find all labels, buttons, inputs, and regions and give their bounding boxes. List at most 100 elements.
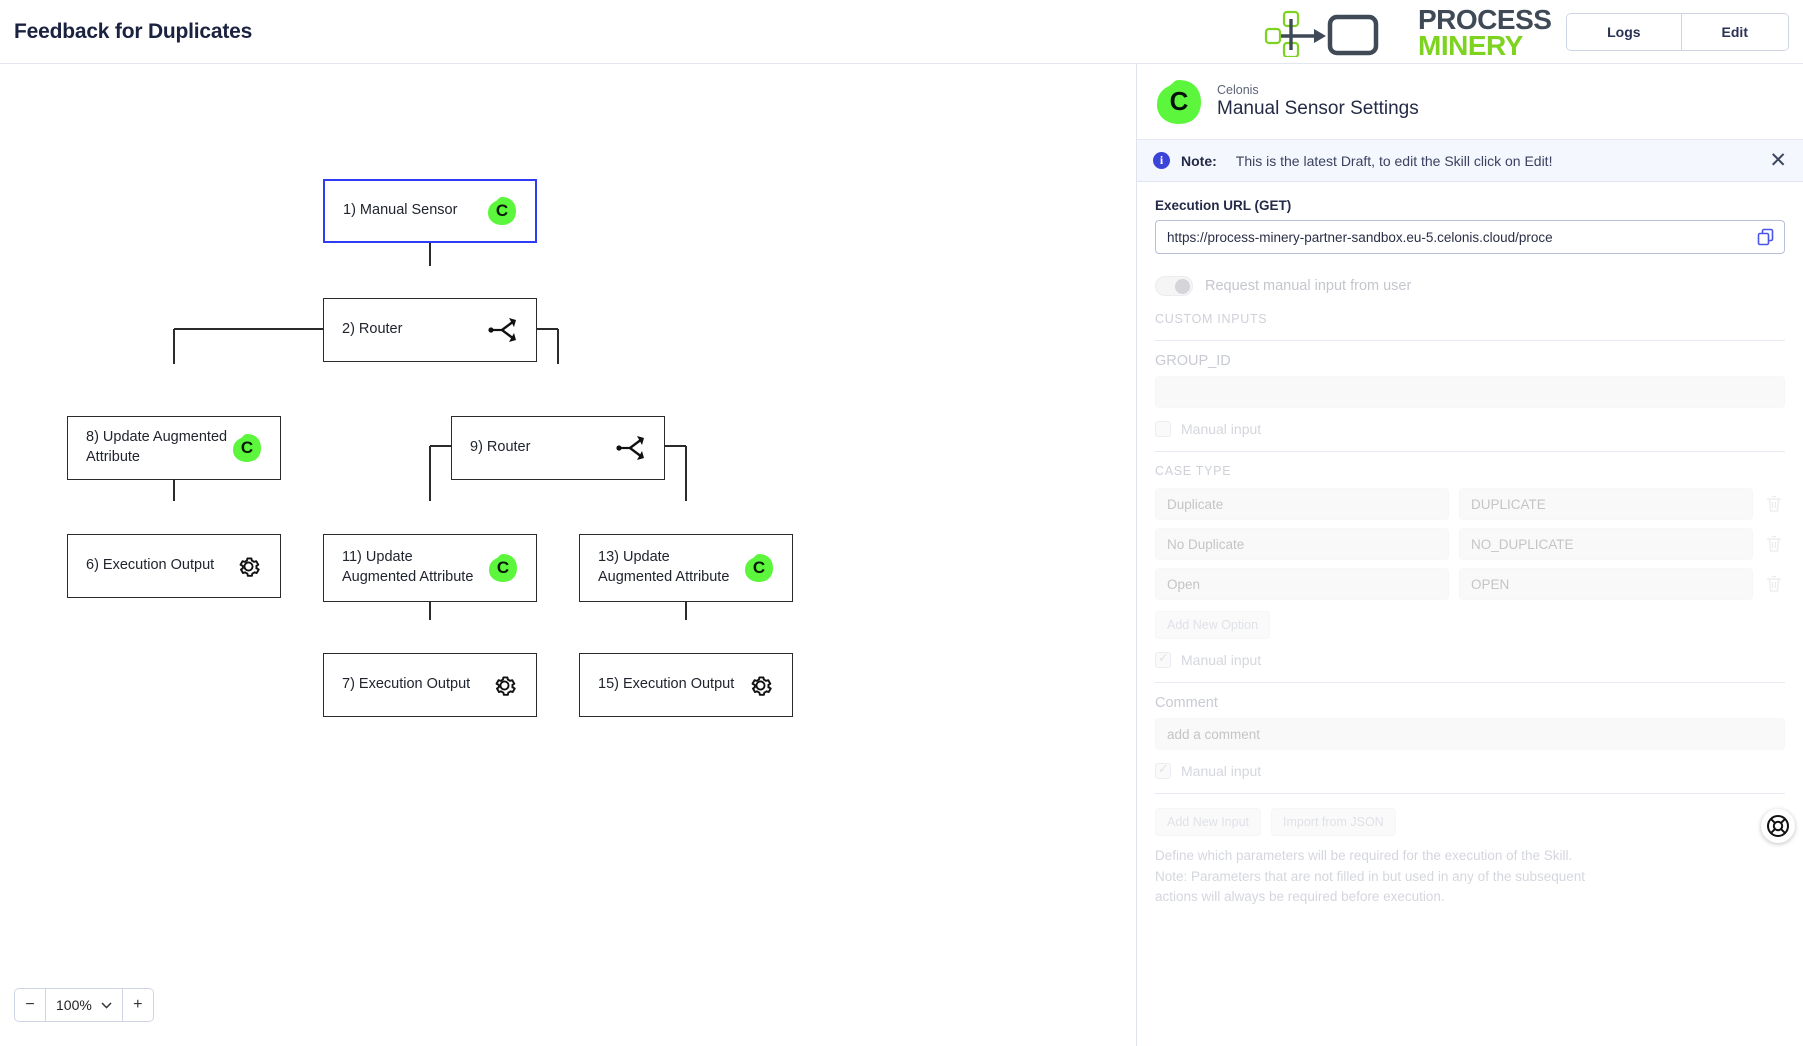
celonis-avatar: C: [1155, 78, 1203, 126]
app-header: Feedback for Duplicates PROCESS MINERY L…: [0, 0, 1803, 64]
trash-icon[interactable]: [1763, 533, 1785, 555]
info-icon: i: [1153, 152, 1170, 169]
execution-url-row: [1155, 220, 1785, 254]
panel-subtitle: Celonis: [1217, 83, 1259, 97]
gear-icon: [751, 675, 772, 696]
header-button-group: Logs Edit: [1566, 13, 1789, 51]
case-type-display-input[interactable]: [1155, 568, 1449, 600]
request-manual-input-toggle-row[interactable]: Request manual input from user: [1155, 276, 1785, 296]
group-id-label: GROUP_ID: [1155, 353, 1231, 369]
flow-node-update-augmented-attribute-8[interactable]: 8) Update Augmented Attribute C: [67, 416, 281, 480]
flow-node-label: 7) Execution Output: [342, 676, 471, 693]
panel-body: Execution URL (GET) Request manual input…: [1137, 198, 1803, 908]
settings-panel: C Celonis Manual Sensor Settings i Note:…: [1136, 64, 1803, 1046]
case-type-value-input[interactable]: [1459, 488, 1753, 520]
flow-node-router-9[interactable]: 9) Router: [451, 416, 665, 480]
close-icon[interactable]: ✕: [1769, 149, 1787, 172]
panel-header: C Celonis Manual Sensor Settings: [1137, 64, 1803, 140]
chevron-down-icon: [101, 1001, 112, 1009]
input-group-comment: Comment Manual input: [1155, 683, 1785, 779]
input-group-case-type: CASE TYPE: [1155, 452, 1785, 668]
add-new-option-button[interactable]: Add New Option: [1155, 611, 1271, 639]
edit-button[interactable]: Edit: [1680, 14, 1788, 50]
flow-node-label: 11) Update Augmented Attribute: [342, 549, 474, 585]
case-type-manual-input-checkbox[interactable]: [1155, 650, 1171, 668]
flowchart-canvas[interactable]: 1) Manual Sensor C 2) Router: [0, 64, 1136, 1046]
flow-node-label: 1) Manual Sensor: [343, 202, 458, 219]
flow-node-label: 13) Update Augmented Attribute: [598, 549, 730, 585]
help-icon[interactable]: [1761, 809, 1795, 843]
case-type-manual-input-label: Manual input: [1181, 652, 1262, 668]
flow-node-label: 15) Execution Output: [598, 676, 735, 693]
zoom-control: − 100% +: [14, 988, 154, 1022]
process-minery-logo: PROCESS MINERY: [1262, 4, 1552, 61]
comment-manual-input-label: Manual input: [1181, 763, 1262, 779]
flow-node-label: 6) Execution Output: [86, 557, 215, 574]
page-title: Feedback for Duplicates: [14, 19, 253, 43]
panel-title: Manual Sensor Settings: [1217, 98, 1419, 119]
import-from-json-button[interactable]: Import from JSON: [1271, 808, 1396, 836]
divider: [1155, 451, 1785, 452]
group-id-manual-input-row[interactable]: Manual input: [1155, 421, 1785, 437]
logo-text-minery: MINERY: [1418, 29, 1523, 61]
celonis-c-icon: C: [232, 433, 262, 463]
case-type-option-row: [1155, 568, 1785, 600]
group-id-input[interactable]: [1155, 376, 1785, 408]
divider: [1155, 682, 1785, 683]
zoom-level-select[interactable]: 100%: [45, 989, 123, 1021]
case-type-display-input[interactable]: [1155, 488, 1449, 520]
zoom-in-button[interactable]: +: [122, 989, 153, 1021]
trash-icon[interactable]: [1763, 573, 1785, 595]
add-new-input-button[interactable]: Add New Input: [1155, 808, 1261, 836]
flow-node-update-augmented-attribute-13[interactable]: 13) Update Augmented Attribute C: [579, 534, 793, 602]
flow-node-router-2[interactable]: 2) Router: [323, 298, 537, 362]
router-icon: [616, 436, 644, 460]
case-type-value-input[interactable]: [1459, 568, 1753, 600]
case-type-caption: CASE TYPE: [1155, 464, 1232, 478]
request-manual-input-toggle[interactable]: [1155, 276, 1193, 296]
router-icon: [488, 318, 516, 342]
case-type-option-row: [1155, 528, 1785, 560]
group-id-manual-input-label: Manual input: [1181, 421, 1262, 437]
panel-footer-note: Define which parameters will be required…: [1155, 848, 1586, 905]
logo-text-process: PROCESS: [1418, 4, 1552, 35]
execution-url-input[interactable]: [1155, 220, 1785, 254]
flow-node-update-augmented-attribute-11[interactable]: 11) Update Augmented Attribute C: [323, 534, 537, 602]
case-type-manual-input-row[interactable]: Manual input: [1155, 650, 1785, 668]
process-flow-logo-icon: [1264, 10, 1379, 57]
flow-node-label: 9) Router: [470, 439, 531, 456]
trash-icon[interactable]: [1763, 493, 1785, 515]
zoom-out-button[interactable]: −: [15, 989, 45, 1021]
case-type-display-input[interactable]: [1155, 528, 1449, 560]
flowchart-edges: [173, 182, 687, 620]
gear-icon: [239, 556, 260, 577]
panel-footer-buttons: Add New Input Import from JSON: [1155, 794, 1785, 836]
execution-url-label: Execution URL (GET): [1155, 198, 1292, 213]
note-label: Note:: [1181, 152, 1217, 169]
flow-node-execution-output-15[interactable]: 15) Execution Output: [579, 653, 793, 717]
case-type-value-input[interactable]: [1459, 528, 1753, 560]
comment-manual-input-checkbox[interactable]: [1155, 761, 1171, 779]
input-group-group-id: GROUP_ID Manual input: [1155, 341, 1785, 437]
comment-manual-input-row[interactable]: Manual input: [1155, 761, 1785, 779]
flow-node-label: 2) Router: [342, 321, 403, 338]
note-banner: i Note: This is the latest Draft, to edi…: [1137, 140, 1803, 182]
divider: [1155, 793, 1785, 794]
custom-inputs-caption: CUSTOM INPUTS: [1155, 312, 1268, 326]
group-id-manual-input-checkbox[interactable]: [1155, 421, 1171, 437]
celonis-c-icon: C: [488, 553, 518, 583]
flow-node-execution-output-6[interactable]: 6) Execution Output: [67, 534, 281, 598]
celonis-avatar-letter: C: [1169, 86, 1189, 116]
note-message: This is the latest Draft, to edit the Sk…: [1235, 152, 1553, 169]
zoom-level-value: 100%: [56, 997, 92, 1013]
request-manual-input-label: Request manual input from user: [1205, 278, 1412, 294]
case-type-option-row: [1155, 488, 1785, 520]
comment-input[interactable]: [1155, 718, 1785, 750]
copy-icon[interactable]: [1756, 227, 1776, 247]
flow-node-manual-sensor[interactable]: 1) Manual Sensor C: [323, 179, 537, 243]
flow-node-execution-output-7[interactable]: 7) Execution Output: [323, 653, 537, 717]
logs-button[interactable]: Logs: [1567, 14, 1681, 50]
comment-label: Comment: [1155, 695, 1218, 711]
gear-icon: [495, 675, 516, 696]
celonis-c-icon: C: [744, 553, 774, 583]
